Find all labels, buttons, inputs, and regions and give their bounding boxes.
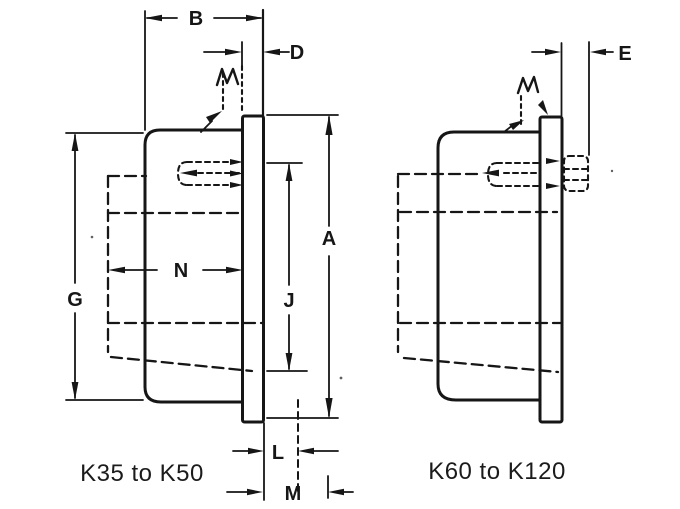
dim-D: D	[203, 41, 304, 67]
scan-speck	[339, 376, 343, 380]
right-body-outline	[436, 130, 542, 402]
hidden-taper-line	[402, 356, 560, 374]
left-hidden-stud	[176, 159, 243, 188]
m-arrow-right-icon	[328, 488, 344, 496]
dim-N: N	[108, 260, 243, 282]
stud-left-end	[486, 161, 499, 188]
scan-speck	[610, 169, 614, 173]
j-arrow-up-icon	[285, 163, 293, 181]
g-arrow-up-icon	[71, 133, 79, 151]
dim-L-M: L M	[226, 399, 354, 505]
d-arrow-left-icon	[225, 48, 242, 56]
g-arrow-down-icon	[71, 382, 79, 400]
left-flange-plate	[241, 114, 265, 424]
scan-specks	[90, 169, 614, 380]
dim-J: J	[266, 162, 308, 372]
dim-A: A	[266, 114, 339, 419]
hidden-taper-line	[109, 355, 254, 373]
e-arrow-right-icon	[590, 48, 606, 56]
dim-label-d: D	[290, 42, 304, 64]
left-figure: B D G N	[65, 8, 354, 505]
stud-face-arrow-icon	[546, 183, 560, 189]
leader-arrow-icon	[509, 120, 524, 130]
m-arrow-left-icon	[247, 488, 263, 496]
right-hidden-stud	[482, 154, 590, 193]
j-arrow-down-icon	[285, 353, 293, 371]
dim-label-e: E	[618, 43, 631, 65]
dim-label-b: B	[189, 8, 203, 30]
right-hidden-hub-lines	[396, 172, 564, 374]
dim-label-m: M	[285, 483, 302, 505]
n-arrow-right-icon	[226, 266, 243, 274]
e-arrow-left-icon	[545, 48, 561, 56]
a-arrow-up-icon	[325, 115, 333, 135]
stud-left-end	[176, 160, 189, 187]
leader-arrow-down-icon	[538, 100, 548, 115]
left-figure-caption: K35 to K50	[80, 460, 204, 487]
stud-leader-arrow-icon	[180, 169, 197, 177]
squiggle-arrow-icon	[215, 67, 240, 87]
right-figure-caption: K60 to K120	[428, 458, 566, 485]
left-hidden-hub-lines	[106, 174, 266, 373]
n-arrow-left-icon	[108, 266, 125, 274]
b-arrow-left-icon	[145, 14, 162, 22]
stud-hex-end-outline	[562, 154, 590, 193]
dim-label-g: G	[67, 289, 83, 311]
stud-face-arrow-icon	[230, 159, 243, 165]
dim-label-a: A	[322, 228, 336, 250]
right-flange-plate	[538, 115, 564, 424]
leader-tail	[200, 120, 213, 133]
dim-label-j: J	[283, 290, 294, 312]
squiggle-arrow-icon	[516, 75, 540, 95]
dim-G: G	[65, 132, 144, 401]
stud-face-arrow-icon	[230, 170, 243, 177]
dim-label-n: N	[174, 260, 188, 282]
leader-arrow-icon	[206, 111, 222, 123]
stud-face-arrow-icon	[230, 182, 243, 188]
dim-E: E	[531, 41, 632, 156]
l-arrow-left-icon	[248, 447, 264, 455]
dim-label-l: L	[272, 442, 284, 464]
scan-speck	[90, 235, 94, 239]
stud-leader-arrow-icon	[482, 169, 499, 177]
b-arrow-right-icon	[246, 14, 263, 22]
d-arrow-right-icon	[263, 48, 280, 56]
right-keyway-callout	[503, 75, 548, 133]
left-body-outline	[143, 128, 245, 404]
l-arrow-right-icon	[298, 447, 314, 455]
right-figure: E K60 to K120	[396, 41, 632, 485]
left-keyway-callout	[200, 64, 244, 133]
a-arrow-down-icon	[325, 398, 333, 418]
stud-face-arrow-icon	[546, 158, 560, 164]
dim-B: B	[144, 8, 263, 131]
